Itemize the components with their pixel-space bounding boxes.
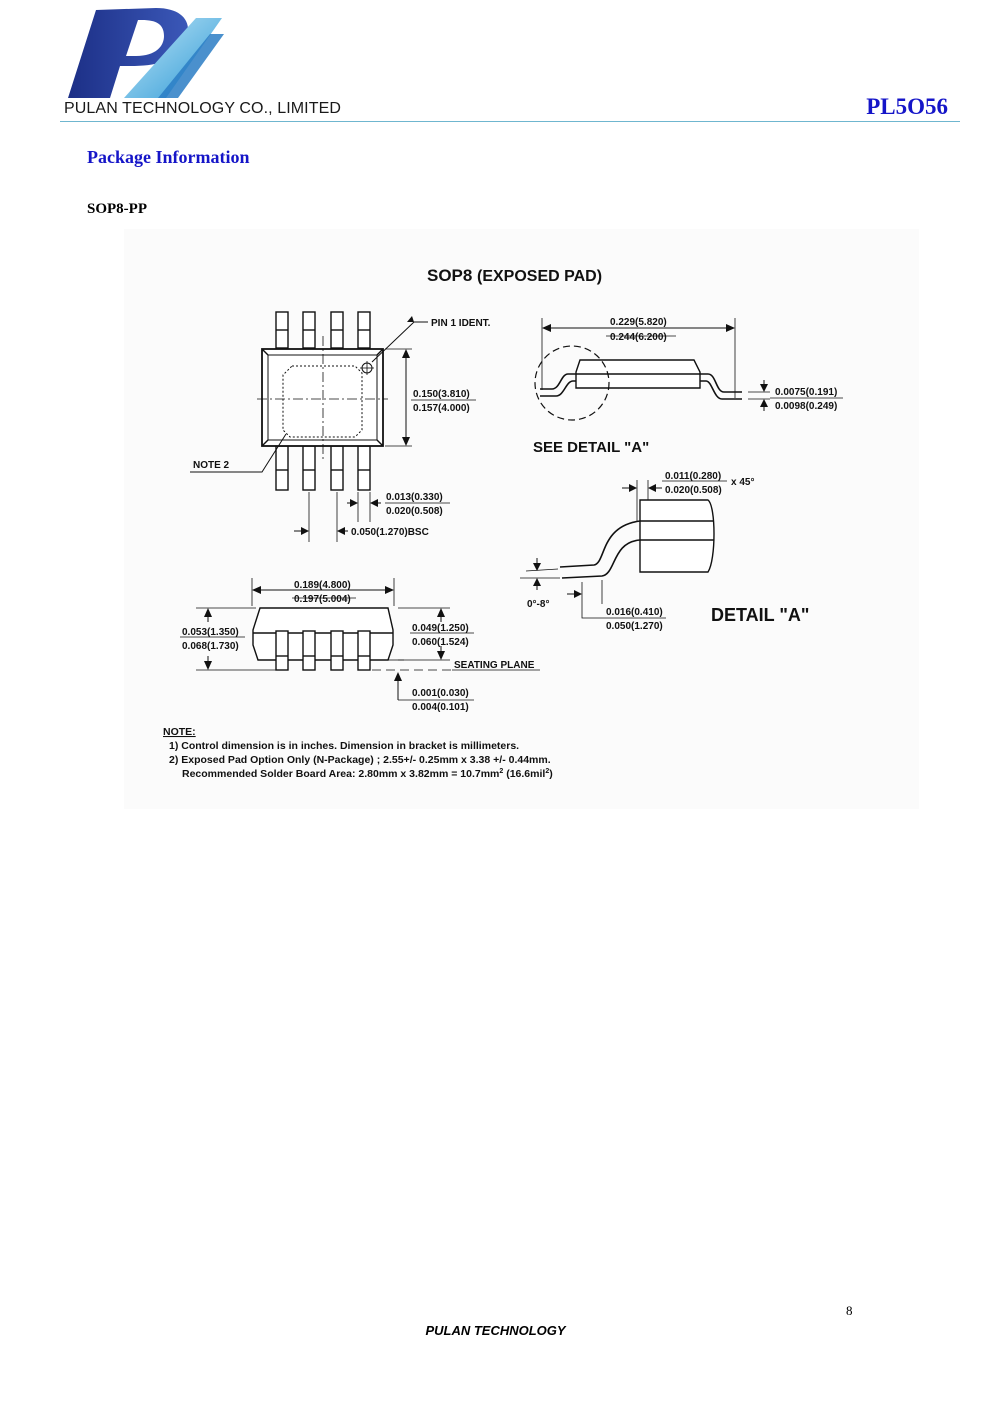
- dim-width-max: 0.157(4.000): [413, 403, 470, 414]
- detail-a-label: DETAIL "A": [711, 605, 809, 625]
- part-number: PL5O56: [866, 94, 948, 119]
- company-name: PULAN TECHNOLOGY CO., LIMITED: [64, 100, 342, 117]
- footer-text: PULAN TECHNOLOGY: [425, 1323, 566, 1338]
- dim-overall-width-max: 0.244(6.200): [610, 332, 667, 343]
- dim-lead-thickness-min: 0.0075(0.191): [775, 387, 837, 398]
- dim-length-min: 0.189(4.800): [294, 580, 351, 591]
- header-divider: [60, 121, 960, 122]
- note-3-sup-2: 2: [545, 768, 549, 775]
- notes-heading: NOTE:: [163, 726, 196, 738]
- dim-height-min: 0.053(1.350): [182, 627, 239, 638]
- section-title: Package Information: [87, 147, 250, 167]
- note-3-mid: (16.6mil: [503, 768, 545, 780]
- company-logo: [68, 8, 224, 98]
- dim-overall-width-min: 0.229(5.820): [610, 317, 667, 328]
- dim-height-max: 0.068(1.730): [182, 641, 239, 652]
- seating-plane-label: SEATING PLANE: [454, 660, 535, 671]
- dim-pitch: 0.050(1.270)BSC: [351, 527, 429, 538]
- pin1-label: PIN 1 IDENT.: [431, 318, 491, 329]
- dim-standoff-max: 0.004(0.101): [412, 702, 469, 713]
- dim-length-max: 0.197(5.004): [294, 594, 351, 605]
- dim-chamfer-min: 0.011(0.280): [665, 471, 721, 482]
- package-drawing-svg: SOP8 (EXPOSED PAD) PIN 1 IDENT. NOTE 2 0…: [163, 266, 843, 780]
- note2-label: NOTE 2: [193, 460, 230, 471]
- dim-angle-range: 0°-8°: [527, 599, 549, 610]
- dim-lead-width-max: 0.020(0.508): [386, 506, 443, 517]
- note-2: 2) Exposed Pad Option Only (N-Package) ;…: [169, 754, 551, 766]
- package-name: SOP8-PP: [87, 201, 147, 217]
- note-3-sup-1: 2: [499, 768, 503, 775]
- drawing-title-main: SOP8: [427, 266, 472, 285]
- note-1: 1) Control dimension is in inches. Dimen…: [169, 740, 519, 752]
- dim-lead-width-min: 0.013(0.330): [386, 492, 443, 503]
- dim-body-height-min: 0.049(1.250): [412, 623, 469, 634]
- drawing-title-sub: (EXPOSED PAD): [477, 268, 602, 285]
- note-3-text: Recommended Solder Board Area: 2.80mm x …: [182, 768, 499, 780]
- dim-width-min: 0.150(3.810): [413, 389, 470, 400]
- dim-foot-min: 0.016(0.410): [606, 607, 663, 618]
- dim-chamfer-angle: x 45°: [731, 477, 754, 488]
- dim-foot-max: 0.050(1.270): [606, 621, 663, 632]
- package-drawing: SOP8 (EXPOSED PAD) PIN 1 IDENT. NOTE 2 0…: [124, 229, 919, 809]
- dim-chamfer-max: 0.020(0.508): [665, 485, 722, 496]
- dim-body-height-max: 0.060(1.524): [412, 637, 469, 648]
- note-3-end: ): [549, 768, 553, 780]
- dim-standoff-min: 0.001(0.030): [412, 688, 469, 699]
- note-3: Recommended Solder Board Area: 2.80mm x …: [182, 768, 553, 780]
- dim-lead-thickness-max: 0.0098(0.249): [775, 401, 837, 412]
- page-number: 8: [846, 1303, 853, 1318]
- see-detail-label: SEE DETAIL "A": [533, 439, 649, 456]
